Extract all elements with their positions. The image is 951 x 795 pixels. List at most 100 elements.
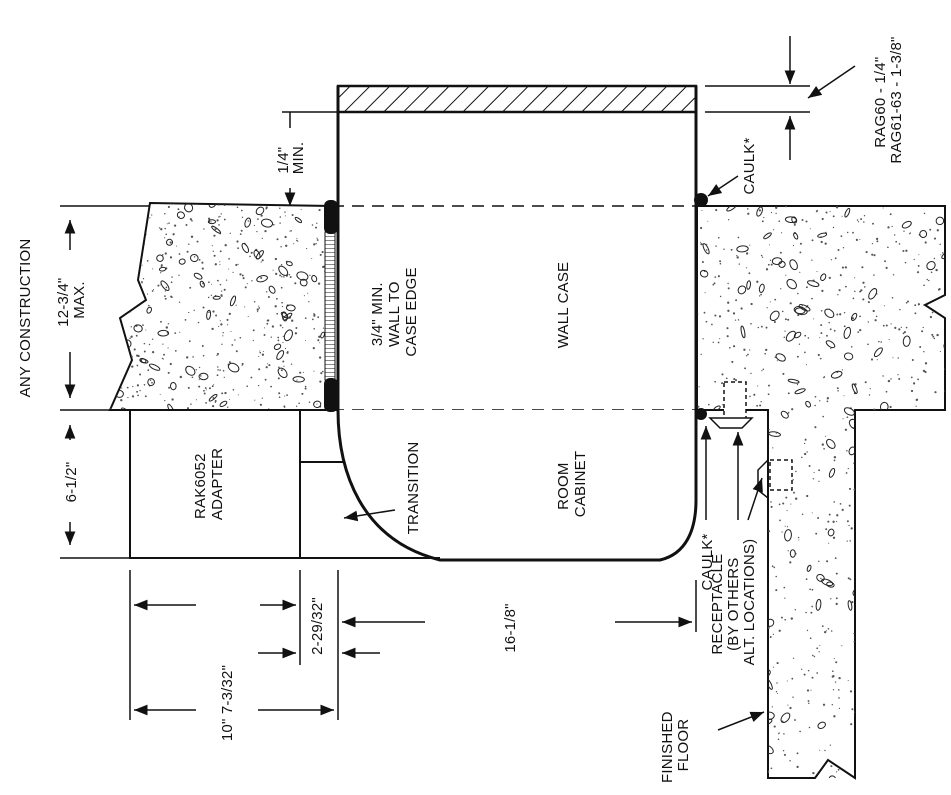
concrete-grain (144, 395, 147, 398)
concrete-aggregate (299, 278, 308, 287)
concrete-grain (919, 346, 922, 348)
concrete-grain (174, 350, 177, 352)
concrete-grain (942, 562, 944, 564)
concrete-grain (938, 508, 940, 511)
concrete-grain (871, 652, 874, 655)
concrete-grain (841, 215, 843, 217)
concrete-grain (813, 318, 815, 320)
concrete-grain (929, 536, 932, 539)
caulk-bead (324, 200, 338, 234)
concrete-grain (796, 752, 799, 755)
concrete-grain (770, 767, 773, 770)
concrete-grain (239, 273, 242, 276)
concrete-grain (744, 674, 748, 677)
concrete-aggregate (167, 403, 175, 410)
concrete-grain (909, 669, 911, 672)
concrete-grain (747, 212, 750, 215)
concrete-grain (317, 282, 321, 285)
labels: ANY CONSTRUCTION 12-3/4" MAX. 6-1/2" RAK… (17, 36, 905, 783)
concrete-grain (874, 319, 877, 322)
concrete-grain (187, 386, 190, 389)
concrete-grain (697, 405, 700, 408)
concrete-grain (756, 404, 759, 407)
concrete-grain (806, 689, 810, 692)
concrete-grain (807, 700, 810, 702)
concrete-grain (279, 207, 281, 209)
adapter-block (129, 409, 440, 559)
concrete-aggregate (859, 549, 866, 558)
concrete-grain (849, 540, 851, 542)
concrete-grain (164, 297, 167, 300)
concrete-grain (120, 399, 123, 402)
concrete-grain (820, 310, 823, 312)
concrete-grain (779, 519, 781, 522)
concrete-grain (918, 550, 921, 553)
concrete-grain (121, 387, 123, 389)
concrete-grain (745, 355, 748, 357)
concrete-grain (831, 703, 834, 706)
concrete-grain (926, 478, 929, 481)
concrete-grain (266, 319, 269, 322)
concrete-grain (237, 263, 239, 265)
concrete-grain (931, 699, 934, 702)
concrete-grain (931, 311, 934, 314)
concrete-grain (791, 677, 794, 680)
concrete-grain (227, 324, 229, 326)
concrete-grain (222, 335, 224, 337)
concrete-grain (211, 385, 214, 388)
any-construction-label: ANY CONSTRUCTION (17, 239, 34, 398)
concrete-aggregate (867, 713, 879, 721)
concrete-grain (778, 220, 781, 223)
concrete-grain (819, 357, 822, 360)
concrete-grain (834, 557, 837, 560)
concrete-grain (783, 753, 786, 756)
concrete-grain (265, 291, 268, 293)
concrete-grain (213, 254, 216, 257)
concrete-grain (186, 250, 189, 253)
concrete-grain (721, 382, 723, 385)
concrete-grain (221, 392, 224, 395)
concrete-grain (178, 301, 181, 303)
concrete-grain (298, 402, 300, 405)
concrete-grain (912, 736, 914, 738)
concrete-grain (832, 674, 835, 678)
concrete-grain (256, 310, 259, 313)
concrete-grain (125, 203, 128, 206)
concrete-aggregate (933, 414, 941, 422)
concrete-grain (801, 456, 803, 459)
concrete-aggregate (206, 309, 212, 320)
wall-case-grille (336, 84, 698, 114)
concrete-aggregate (147, 378, 155, 387)
concrete-grain (811, 654, 814, 657)
concrete-grain (228, 361, 231, 364)
concrete-grain (191, 376, 194, 379)
concrete-grain (133, 235, 135, 237)
concrete-grain (797, 314, 800, 317)
concrete-grain (815, 210, 818, 213)
concrete-grain (821, 625, 824, 627)
concrete-aggregate (148, 363, 161, 371)
concrete-grain (124, 252, 127, 255)
concrete-grain (734, 379, 738, 382)
concrete-aggregate (775, 353, 786, 362)
concrete-grain (174, 332, 177, 334)
concrete-grain (242, 277, 245, 280)
receptacle (708, 381, 793, 499)
concrete-grain (169, 362, 172, 366)
concrete-grain (165, 233, 168, 236)
concrete-aggregate (789, 259, 798, 271)
concrete-grain (809, 228, 811, 230)
concrete-grain (838, 676, 841, 680)
concrete-grain (188, 311, 190, 314)
concrete-grain (297, 240, 299, 242)
concrete-grain (195, 399, 197, 401)
concrete-grain (295, 405, 298, 407)
concrete-grain (740, 693, 743, 695)
concrete-grain (722, 534, 725, 537)
concrete-grain (782, 750, 785, 752)
concrete-grain (939, 562, 942, 565)
concrete-grain (828, 321, 830, 324)
concrete-grain (714, 314, 717, 317)
concrete-grain (223, 288, 226, 291)
concrete-grain (277, 336, 280, 339)
